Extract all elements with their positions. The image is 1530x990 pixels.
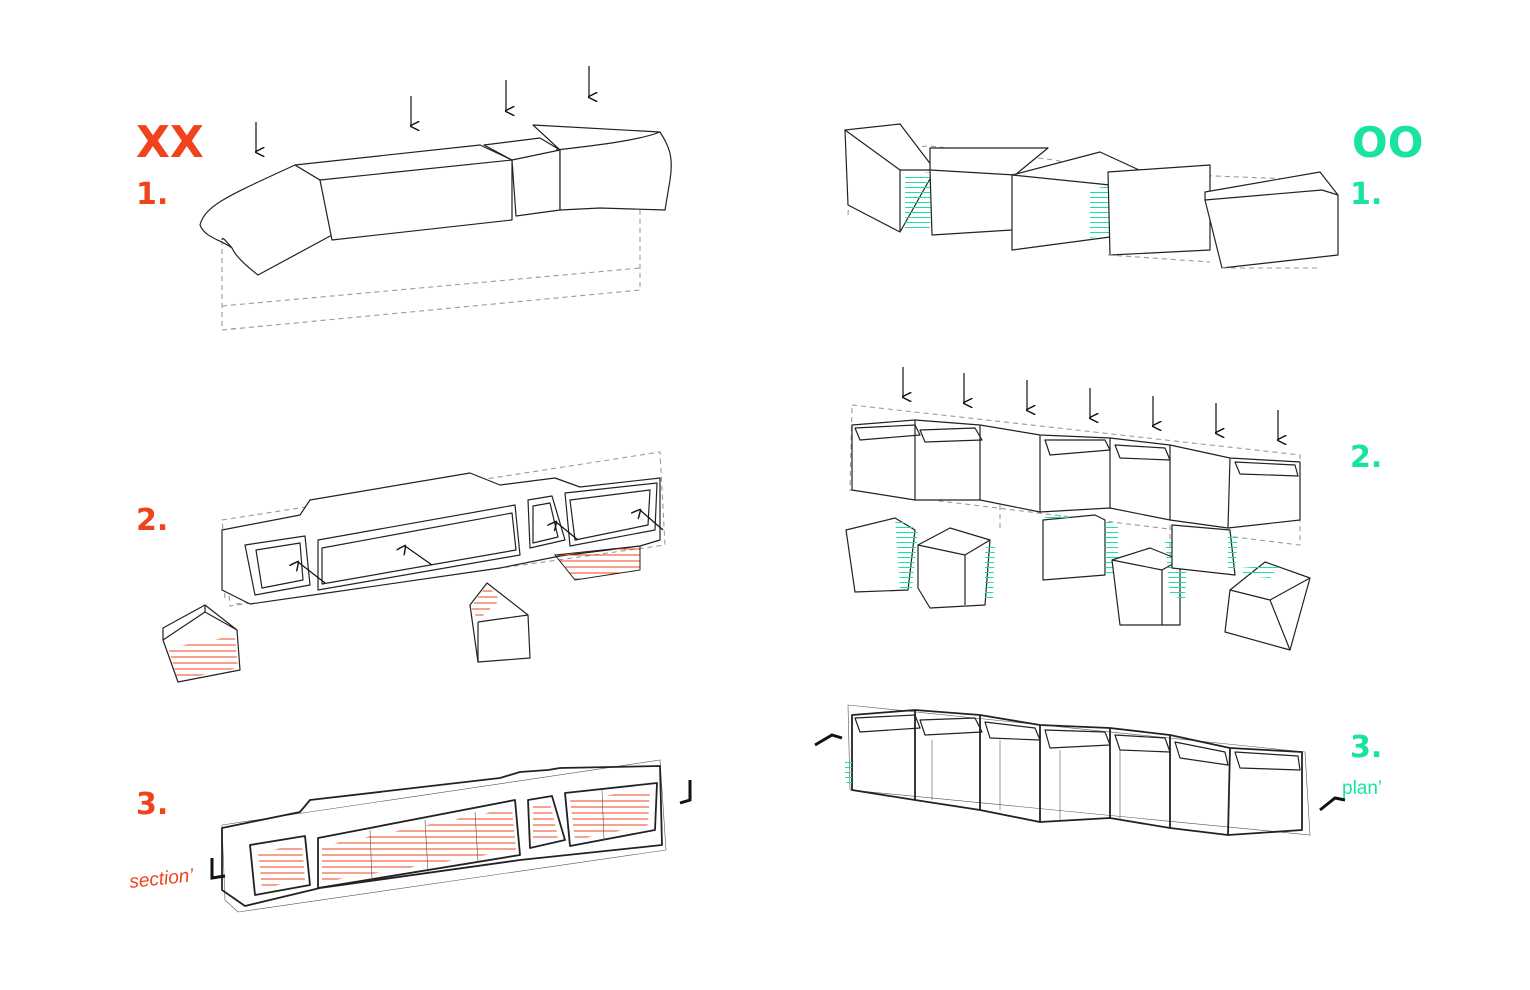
left-step1-volume bbox=[199, 66, 672, 331]
right-step-3: 3. bbox=[1350, 730, 1382, 765]
right-title: OO bbox=[1352, 118, 1423, 167]
section-label: section’ bbox=[128, 865, 195, 893]
right-step-2: 2. bbox=[1350, 440, 1382, 475]
left-step-2: 2. bbox=[136, 503, 168, 538]
left-step2-segments bbox=[162, 451, 666, 683]
right-step-1: 1. bbox=[1350, 177, 1382, 212]
left-title: XX bbox=[136, 117, 204, 168]
right-step1-boxes bbox=[844, 123, 1339, 269]
plan-label: plan’ bbox=[1342, 778, 1382, 799]
left-step-3: 3. bbox=[136, 787, 168, 822]
left-step3-section: section’ bbox=[128, 759, 692, 913]
left-step-1: 1. bbox=[136, 177, 168, 212]
right-step3-plan: plan’ bbox=[814, 704, 1382, 836]
right-step2-cells bbox=[845, 367, 1311, 651]
